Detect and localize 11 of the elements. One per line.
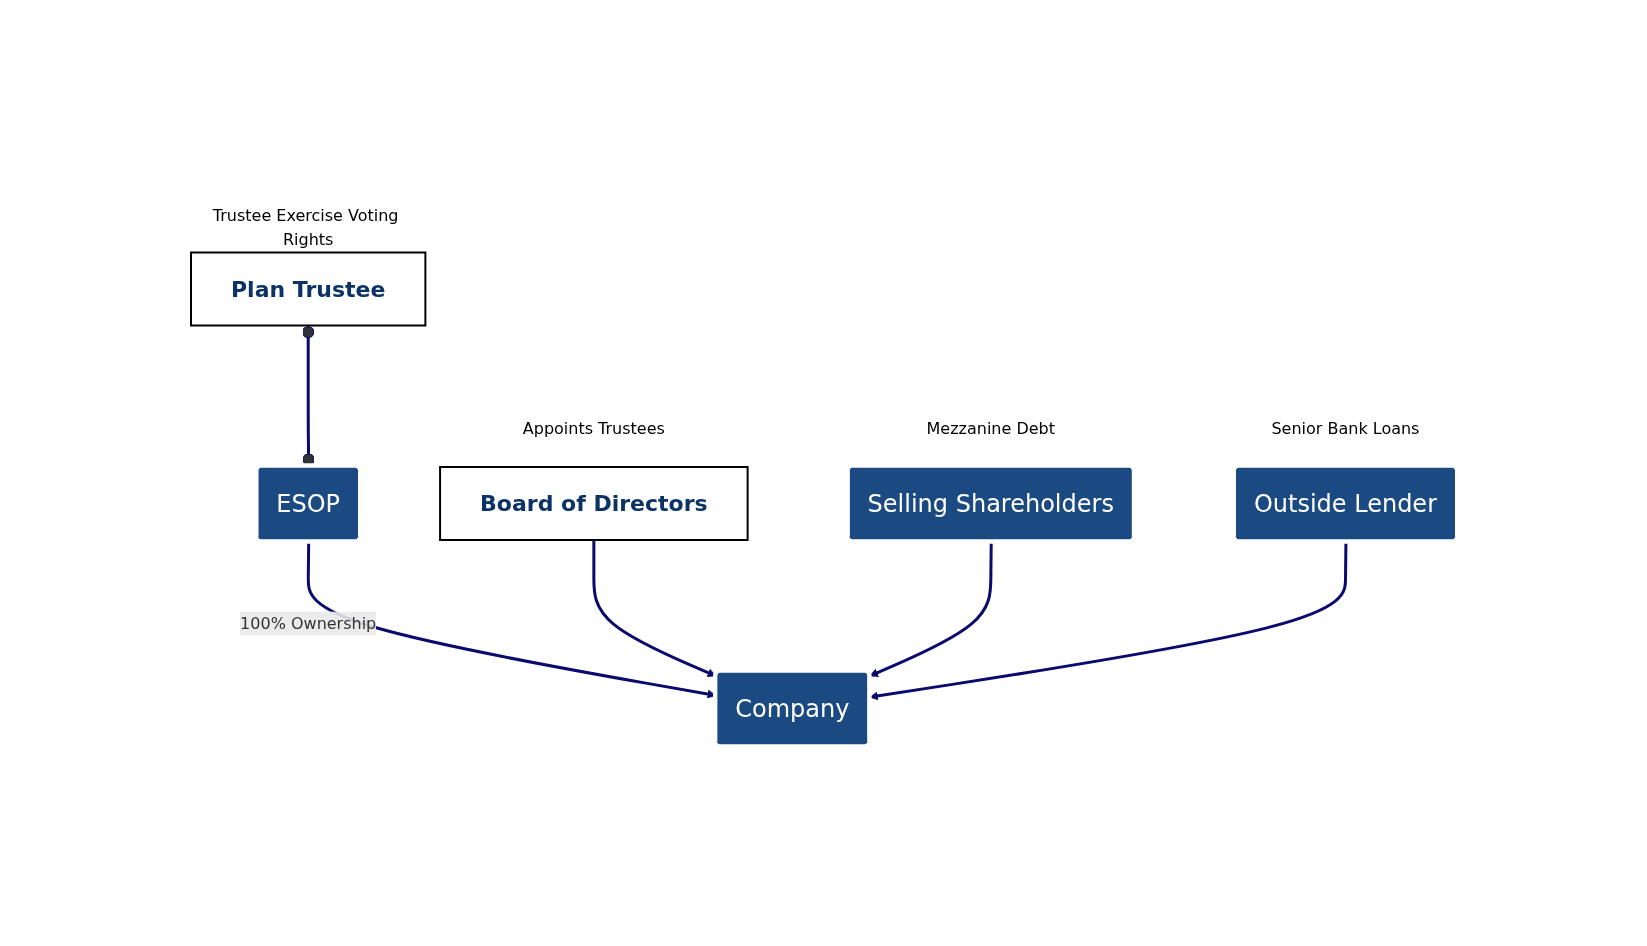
node-label: Appoints Trustees <box>522 418 665 438</box>
arrow <box>869 541 993 677</box>
edge-label: 100% Ownership <box>239 613 376 633</box>
arrow <box>306 541 716 699</box>
node-label: Trustee Exercise Voting Rights <box>212 205 399 249</box>
arrow <box>591 540 716 677</box>
arrow <box>869 541 1347 701</box>
node-box: Plan Trustee <box>189 251 426 327</box>
node-label: Senior Bank Loans <box>1270 418 1419 438</box>
node-box: Board of Directors <box>438 466 749 541</box>
node-label: Mezzanine Debt <box>926 418 1055 438</box>
